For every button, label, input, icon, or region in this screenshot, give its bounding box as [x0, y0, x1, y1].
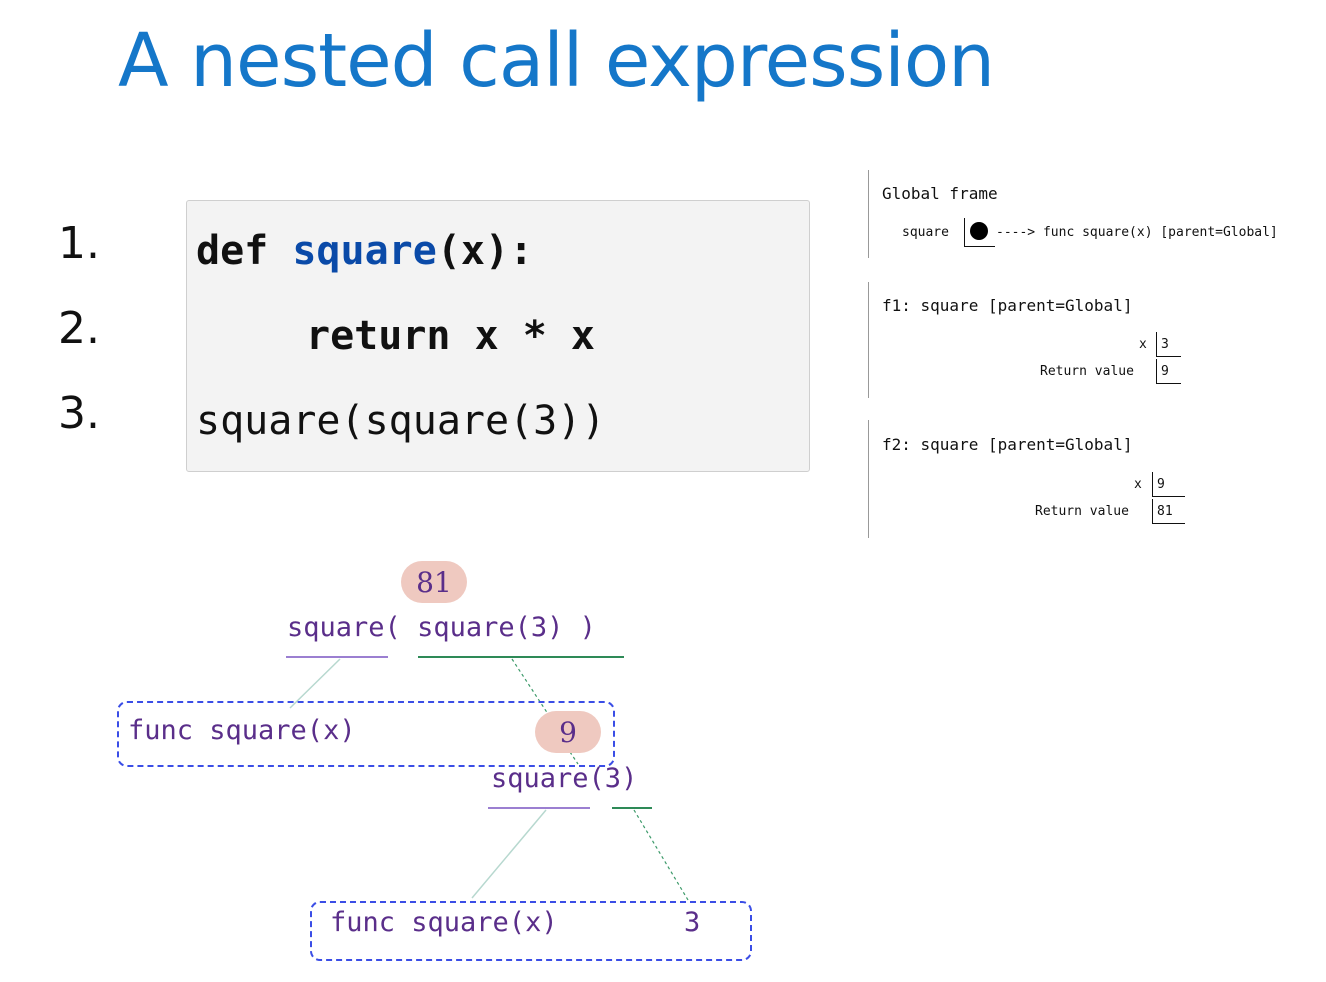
f2-return-value: 81	[1157, 504, 1173, 519]
func-box-1-label: func square(x)	[128, 715, 356, 746]
line-number-3: 3.	[58, 388, 100, 439]
top-operand: square(3)	[417, 612, 564, 643]
code-line-3: square(square(3))	[196, 398, 606, 444]
mid-close: )	[621, 763, 638, 794]
mid-operator-connector	[471, 809, 547, 899]
f1-return-value: 9	[1161, 364, 1169, 379]
mid-operand: 3	[604, 763, 622, 794]
bubble-connector	[569, 751, 579, 765]
code-line-1: def square(x):	[196, 228, 533, 274]
code-params: (x):	[436, 228, 534, 274]
f2-frame-rule	[868, 420, 869, 538]
code-block	[186, 200, 810, 472]
mid-operator: square(	[491, 763, 605, 794]
f2-return-label: Return value	[1035, 504, 1129, 519]
global-frame-title: Global frame	[882, 184, 998, 203]
f1-x-cell	[1156, 332, 1181, 357]
keyword-def: def	[196, 228, 269, 274]
page-title: A nested call expression	[118, 18, 995, 104]
function-name: square	[292, 228, 437, 274]
global-binding-cell	[964, 218, 995, 247]
f1-x-label: x	[1139, 337, 1147, 352]
f1-return-label: Return value	[1040, 364, 1134, 379]
f2-return-cell	[1152, 499, 1185, 524]
keyword-return: return	[306, 313, 451, 359]
code-line-2: return x * x	[306, 313, 595, 359]
f1-frame-rule	[868, 282, 869, 398]
mid-operand-connector	[633, 809, 689, 901]
function-pointer-dot-icon	[970, 222, 988, 240]
func-box-2	[310, 901, 752, 961]
global-binding-value: ----> func square(x) [parent=Global]	[996, 225, 1278, 240]
line-number-2: 2.	[58, 303, 100, 354]
top-operator: square(	[287, 612, 401, 643]
leaf-value: 3	[684, 907, 701, 938]
f2-x-cell	[1152, 472, 1185, 497]
f1-frame-title: f1: square [parent=Global]	[882, 296, 1133, 315]
f2-frame-title: f2: square [parent=Global]	[882, 435, 1133, 454]
mid-expression: square(3)	[491, 763, 637, 794]
f2-x-label: x	[1134, 477, 1142, 492]
mid-result-bubble: 9	[535, 711, 601, 753]
global-binding-name: square	[902, 225, 949, 240]
f1-return-cell	[1156, 359, 1181, 384]
f2-x-value: 9	[1157, 477, 1165, 492]
top-operand-connector	[511, 658, 549, 715]
f1-x-value: 3	[1161, 337, 1169, 352]
line-number-1: 1.	[58, 218, 100, 269]
top-operator-connector	[289, 658, 341, 709]
top-expression: square( square(3) )	[287, 612, 596, 643]
global-frame-rule	[868, 170, 869, 258]
top-result-bubble: 81	[401, 561, 467, 603]
func-box-2-label: func square(x)	[330, 907, 558, 938]
return-expression: x * x	[450, 313, 595, 359]
top-close: )	[579, 612, 596, 643]
func-box-1	[117, 701, 615, 767]
